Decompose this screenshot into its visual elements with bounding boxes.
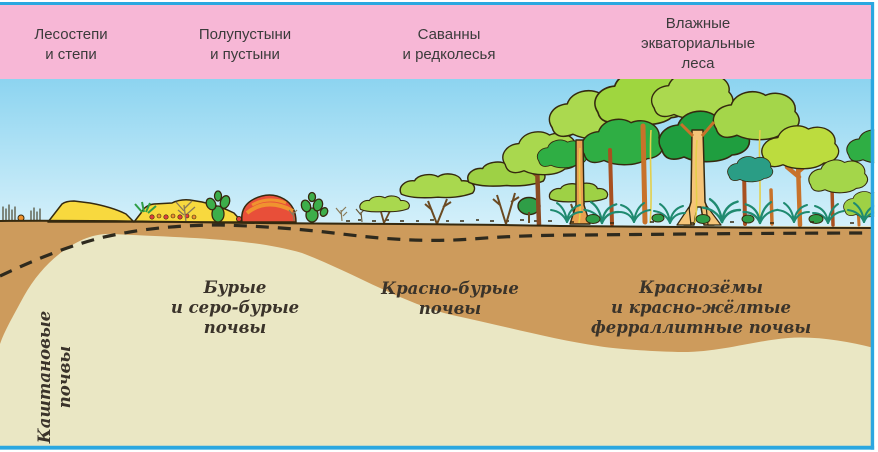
soil-label-brown-grey: Бурые и серо-бурые почвы: [170, 278, 300, 337]
dry-twigs-1: [288, 209, 298, 222]
margin-right: [874, 0, 878, 452]
cactus-prickly-pear-2: [300, 191, 329, 223]
ground-surface-line: [0, 219, 875, 229]
understory-shrubs: [585, 213, 824, 224]
desert-flowers: [149, 213, 197, 220]
margin-bottom: [0, 449, 878, 452]
zone-header-band: Лесостепи и степи Полупустыни и пустыни …: [0, 5, 871, 79]
dead-shrub: [175, 200, 196, 223]
desert-stone-small: [236, 216, 242, 222]
zone-label-savanna: Саванны и редколесья: [402, 26, 496, 63]
soil-label-red-brown: Красно-бурые почвы: [381, 279, 519, 318]
desert-agave: [134, 201, 157, 214]
zone-label-semidesert: Полупустыни и пустыни: [198, 26, 292, 63]
lianas: [578, 129, 761, 224]
dry-twigs-2: [335, 206, 348, 222]
zone-label-forest-steppe: Лесостепи и степи: [34, 26, 108, 63]
forest-floor-marks: [570, 221, 854, 224]
soil-boundary-dashed-line: [0, 223, 875, 278]
red-rock-formation: [241, 194, 297, 223]
steppe-grass: [2, 204, 41, 222]
equatorial-forest-trees: [536, 70, 878, 228]
margin-top: [0, 0, 878, 2]
subsoil-layer: [0, 220, 874, 353]
zone-label-equatorial-forest: Влажные экваториальные леса: [640, 15, 756, 72]
soil-label-chestnut: Каштановые почвы: [35, 310, 74, 444]
soil-label-ferrallitic: Краснозёмы и красно-жёлтые ферраллитные …: [590, 278, 812, 337]
